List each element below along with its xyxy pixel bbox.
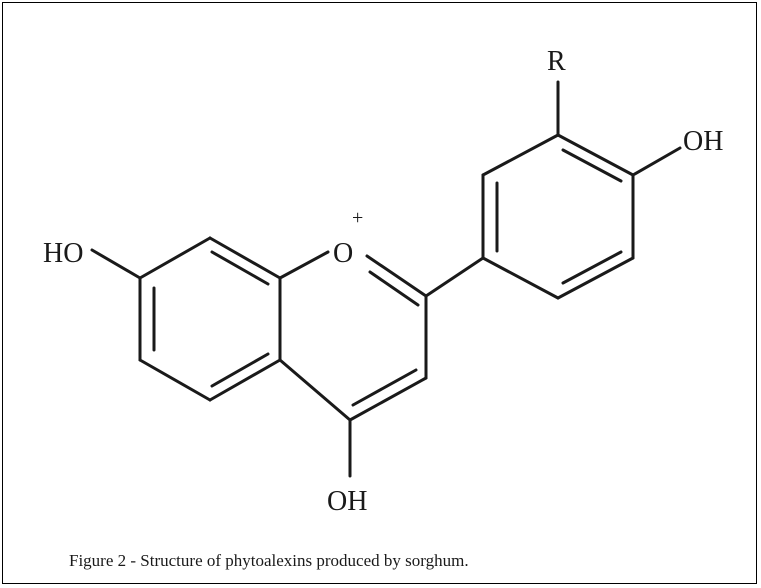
label-oh-right: OH	[683, 126, 723, 157]
label-positive-charge: +	[352, 207, 363, 229]
phenyl-ring	[424, 133, 635, 300]
bond-to-oh-right	[631, 146, 682, 177]
label-r-group: R	[547, 46, 566, 77]
label-oh-bottom: OH	[327, 486, 367, 517]
label-ho: HO	[43, 238, 83, 269]
pyrylium-ring	[278, 250, 428, 422]
figure-caption: Figure 2 - Structure of phytoalexins pro…	[69, 551, 469, 570]
bond-to-ho	[90, 248, 142, 280]
benzo-ring	[138, 236, 282, 402]
label-ring-oxygen: O	[333, 238, 353, 269]
